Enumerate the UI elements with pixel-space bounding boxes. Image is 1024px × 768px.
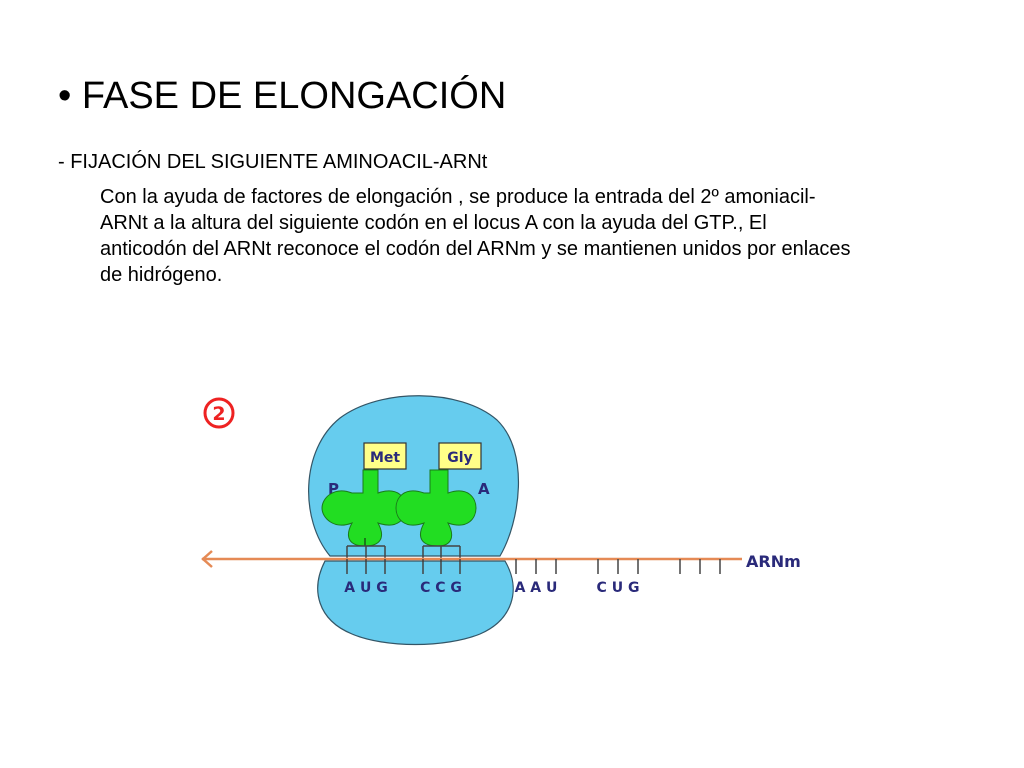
- amino-acid-met: Met: [370, 450, 400, 466]
- slide-subtitle: - FIJACIÓN DEL SIGUIENTE AMINOACIL-ARNt: [58, 151, 488, 173]
- body-line-1: Con la ayuda de factores de elongación ,…: [100, 186, 816, 208]
- ribosome-small-subunit: [317, 560, 514, 646]
- codon-4: C U G: [597, 580, 640, 596]
- codon-1: A U G: [344, 580, 387, 596]
- amino-acid-box-met: [363, 442, 407, 470]
- slide-title: • FASE DE ELONGACIÓN: [58, 75, 507, 117]
- codon-row: A U G C C G A A U C U G: [344, 580, 639, 596]
- site-a-label: A: [478, 480, 490, 498]
- mrna-ticks: [346, 559, 721, 574]
- mrna-arrow-icon: [201, 550, 213, 568]
- body-line-2: ARNt a la altura del siguiente codón en …: [100, 212, 767, 234]
- ribosome-large-subunit: [308, 395, 520, 557]
- step-badge: 2: [203, 397, 235, 429]
- codon-2: C C G: [420, 580, 462, 596]
- mrna-label: ARNm: [746, 552, 801, 571]
- slide-body: Con la ayuda de factores de elongación ,…: [100, 184, 980, 288]
- body-line-4: de hidrógeno.: [100, 264, 223, 286]
- site-p-label: P: [328, 480, 339, 498]
- codon-3: A A U: [515, 580, 558, 596]
- amino-acid-gly: Gly: [447, 450, 472, 466]
- trna-met: Met: [321, 442, 407, 562]
- body-line-3: anticodón del ARNt reconoce el codón del…: [100, 238, 851, 260]
- trna-gly: Gly: [395, 442, 482, 562]
- amino-acid-box-gly: [438, 442, 482, 470]
- step-number: 2: [212, 403, 225, 425]
- step-circle-icon: [203, 397, 235, 429]
- mrna-strand: ARNm: [201, 550, 801, 574]
